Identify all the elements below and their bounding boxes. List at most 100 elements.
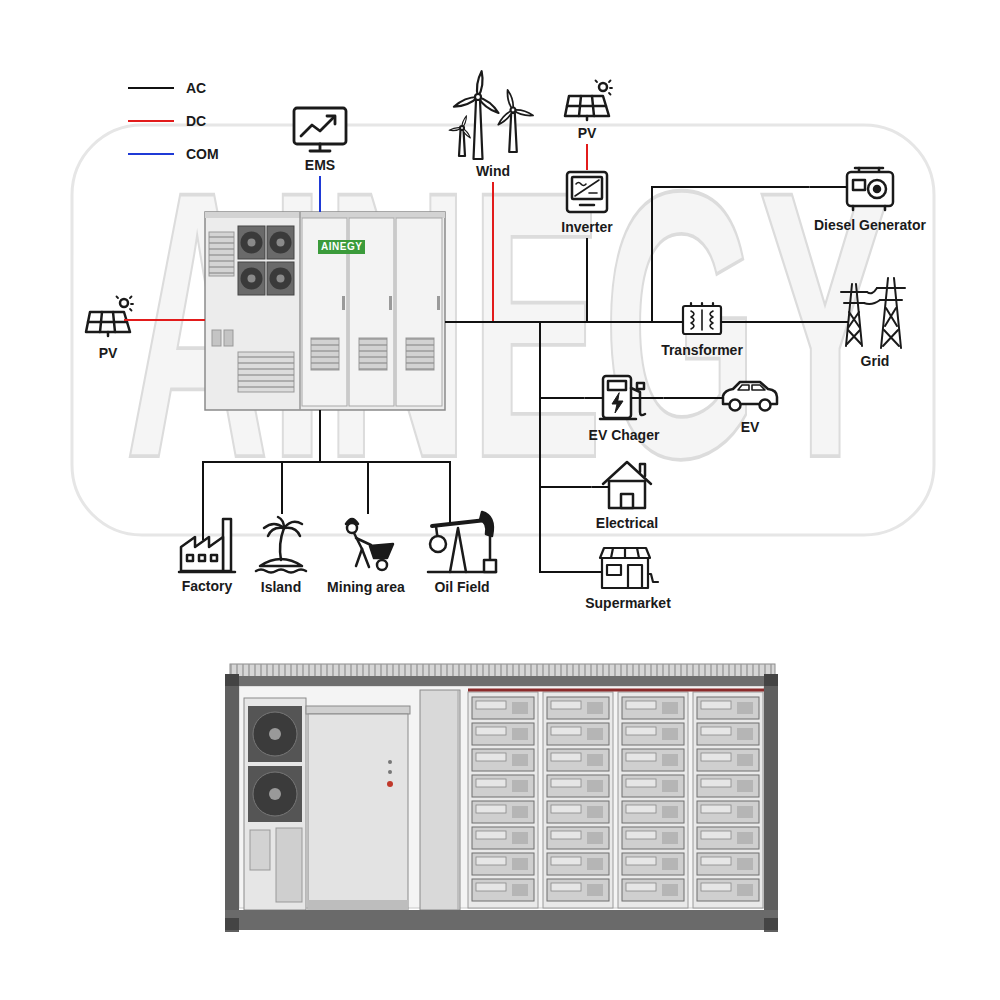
container-equipment <box>468 689 766 692</box>
mining-worker-icon <box>356 538 371 545</box>
diesel-generator-icon <box>868 180 886 198</box>
legend: ACDCCOM <box>128 71 219 170</box>
battery-module <box>622 853 684 875</box>
diesel-generator-icon <box>853 180 865 190</box>
oil-pumpjack-icon <box>484 560 496 572</box>
ems-monitor-icon <box>310 150 330 153</box>
transformer-icon <box>691 311 694 329</box>
container-frame <box>225 918 239 930</box>
battery-module-label-plate <box>476 753 506 761</box>
grid-tower-icon <box>864 300 880 304</box>
container-equipment <box>387 781 393 787</box>
pv-node: PV <box>83 296 133 364</box>
wind-turbine-icon <box>511 108 516 113</box>
battery-module-label-plate <box>701 727 731 735</box>
container-frame <box>764 674 778 932</box>
node-label: PV <box>578 125 597 141</box>
storage-cabinet-illustration <box>389 296 392 310</box>
wire-stub <box>721 321 747 323</box>
dc-link <box>133 319 205 321</box>
battery-module-label-plate <box>476 883 506 891</box>
battery-module-label-plate <box>551 753 581 761</box>
storage-cabinet-illustration <box>299 212 301 410</box>
battery-module-label-plate <box>476 727 506 735</box>
mining-worker-icon <box>377 560 387 570</box>
container-frame <box>225 910 778 930</box>
supermarket-icon <box>600 548 658 588</box>
battery-module-label-plate <box>476 831 506 839</box>
supermarket-icon <box>611 548 613 558</box>
transformer-icon <box>710 311 713 329</box>
mining-worker-icon <box>346 519 393 570</box>
wire-stub <box>449 502 451 523</box>
battery-module <box>697 697 759 719</box>
grid-tower-icon <box>847 330 860 344</box>
island-icon <box>284 528 300 536</box>
battery-module-label-plate <box>626 831 656 839</box>
node-label: Mining area <box>327 579 405 595</box>
battery-module-label-plate <box>701 805 731 813</box>
battery-module-label-plate <box>701 883 731 891</box>
storage-cabinet-illustration <box>248 239 256 247</box>
battery-module <box>697 749 759 771</box>
storage-cabinet-illustration <box>267 226 294 259</box>
container-equipment <box>269 788 281 800</box>
battery-module-handle <box>587 858 603 870</box>
node-label: Inverter <box>561 219 612 235</box>
ac-link <box>445 322 585 398</box>
dc-link <box>445 182 493 322</box>
island-icon <box>280 528 284 560</box>
supermarket-icon <box>600 548 650 558</box>
legend-line-sample <box>128 153 174 155</box>
wire-stub <box>631 397 664 399</box>
battery-module <box>622 879 684 901</box>
battery-module-handle <box>737 884 753 896</box>
ac-link <box>445 322 592 487</box>
wire-stub <box>657 321 683 323</box>
wire-stub <box>202 517 204 540</box>
node-label: EV Chager <box>589 427 660 443</box>
island-icon <box>256 517 306 573</box>
storage-cabinet-illustration <box>224 330 233 346</box>
ems-monitor-icon <box>319 144 322 150</box>
diesel-generator-icon <box>852 206 855 210</box>
container-frame <box>764 674 778 686</box>
grid-tower-icon <box>848 330 861 344</box>
battery-module <box>622 801 684 823</box>
node-label: Transformer <box>661 342 743 358</box>
ems-monitor-icon <box>301 117 334 136</box>
diesel-generator-icon <box>847 168 893 210</box>
grid-tower-icon <box>849 312 860 328</box>
container-frame <box>225 674 778 932</box>
legend-row: AC <box>128 71 219 104</box>
battery-module-handle <box>587 780 603 792</box>
battery-module-handle <box>662 728 678 740</box>
ac-link <box>747 321 836 323</box>
battery-module-handle <box>587 702 603 714</box>
container-equipment <box>308 900 408 910</box>
battery-module <box>547 879 609 901</box>
battery-module-handle <box>737 780 753 792</box>
island-icon <box>256 570 306 573</box>
battery-module <box>472 749 534 771</box>
battery-module <box>622 827 684 849</box>
wind-turbine-icon <box>453 71 500 159</box>
ac-link <box>445 238 587 322</box>
container-equipment <box>250 830 270 870</box>
node-label: Oil Field <box>434 579 489 595</box>
storage-cabinet-illustration <box>212 330 221 346</box>
wind-turbine-icon <box>460 126 464 130</box>
ev-charger-icon <box>608 381 626 390</box>
storage-cabinet-illustration <box>277 239 285 247</box>
battery-module-handle <box>737 754 753 766</box>
battery-module-handle <box>662 702 678 714</box>
node-label: Diesel Generator <box>814 217 926 233</box>
battery-module-handle <box>587 832 603 844</box>
wind-node: Wind <box>443 70 543 182</box>
grid-tower-icon <box>844 302 864 304</box>
wire-stub <box>720 397 723 399</box>
battery-module-label-plate <box>701 701 731 709</box>
grid-tower-icon <box>886 308 897 326</box>
watermark-frame <box>72 125 934 535</box>
grid-tower-icon <box>841 291 867 293</box>
